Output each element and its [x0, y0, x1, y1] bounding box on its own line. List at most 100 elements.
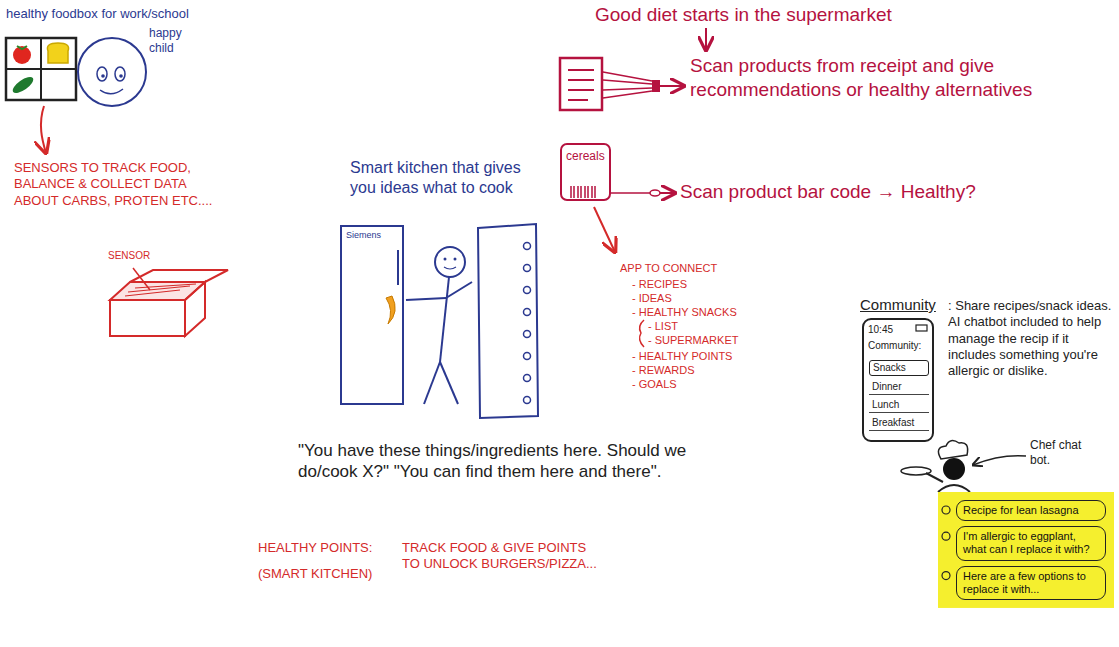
sensor-box-drawing: [110, 300, 185, 336]
node-text: Here are a few options to replace it wit…: [963, 570, 1099, 596]
list-item: - IDEAS: [632, 292, 672, 306]
lunchbox-drawing: [6, 38, 76, 100]
chef-drawing: [901, 441, 970, 492]
bubble-icon: [942, 532, 950, 540]
chef-drawing: [901, 467, 931, 475]
kitchen-drawing: [524, 331, 531, 338]
section-heading: Good diet starts in the supermarket: [595, 3, 892, 27]
menu-item: Breakfast: [869, 416, 929, 431]
kitchen-drawing: [435, 247, 465, 277]
list-heading: APP TO CONNECT: [620, 262, 717, 276]
kitchen-drawing: [524, 265, 531, 272]
sensor-box-drawing: [110, 268, 228, 336]
child-face: [101, 74, 105, 78]
node-text: Recipe for lean lasagna: [963, 504, 1099, 517]
face-note: happy child: [149, 26, 197, 56]
idea-note: SENSORS TO TRACK FOOD, BALANCE & COLLECT…: [14, 160, 229, 209]
part-label: SENSOR: [108, 250, 150, 263]
kitchen-drawing: [424, 362, 440, 404]
receipt-scanner-drawing: [568, 89, 594, 91]
chef-drawing: [938, 441, 967, 459]
chat-bubble: I'm allergic to eggplant, what can I rep…: [956, 526, 1106, 560]
flow-arrow: [41, 106, 46, 153]
chef-drawing: [943, 458, 965, 480]
kitchen-drawing: [397, 250, 399, 285]
flow-arrow: [705, 28, 707, 50]
fridge-box: Siemens: [340, 225, 404, 405]
node-text: cereals: [566, 149, 605, 163]
child-face: [115, 67, 125, 81]
receipt-scanner-drawing: [652, 80, 660, 92]
idea-note: Scan products from receipt and give reco…: [690, 54, 1090, 102]
sticky-note: [938, 492, 1114, 608]
kitchen-drawing: [386, 296, 395, 324]
idea-note: TRACK FOOD & GIVE POINTS TO UNLOCK BURGE…: [402, 540, 602, 573]
menu-item: Snacks: [869, 360, 929, 376]
lunchbox-drawing: [47, 43, 68, 63]
child-face: [119, 74, 123, 78]
kitchen-drawing: [440, 277, 449, 362]
kitchen-drawing: [524, 353, 531, 360]
node-text: I'm allergic to eggplant, what can I rep…: [963, 530, 1099, 556]
chef-drawing: [938, 485, 970, 492]
list-item: - HEALTHY POINTS: [632, 350, 732, 364]
child-face: [78, 38, 146, 106]
lunchbox-drawing: [13, 46, 31, 64]
product-box: cereals: [560, 143, 611, 201]
kitchen-drawing: [386, 224, 538, 418]
sensor-box-drawing: [110, 282, 205, 300]
child-face: [100, 89, 123, 94]
barcode-scanner-drawing: [650, 190, 660, 196]
list-item: - LIST: [648, 320, 678, 334]
sensor-box-drawing: [135, 284, 196, 288]
node-text: Siemens: [346, 230, 398, 240]
flow-arrow: [594, 207, 615, 252]
node-text: Breakfast: [872, 417, 926, 429]
list-item: - RECIPES: [632, 278, 687, 292]
barcode-scanner-drawing: [571, 186, 595, 198]
kitchen-drawing: [446, 282, 472, 298]
idea-heading: Smart kitchen that gives you ideas what …: [350, 158, 528, 198]
lunchbox-drawing: [17, 46, 27, 49]
chat-bubble: Here are a few options to replace it wit…: [956, 566, 1106, 600]
list-item: - REWARDS: [632, 364, 695, 378]
phone-screen: 10:45Community:SnacksDinnerLunchBreakfas…: [862, 318, 934, 442]
receipt-scanner-drawing: [568, 69, 594, 71]
lunchbox-drawing: [6, 38, 76, 100]
kitchen-drawing: [454, 258, 457, 261]
idea-heading: HEALTHY POINTS:: [258, 540, 372, 556]
kitchen-drawing: [524, 309, 531, 316]
bubble-icon: [942, 506, 950, 580]
list-item: - GOALS: [632, 378, 677, 392]
chat-bubble: Recipe for lean lasagna: [956, 500, 1106, 521]
node-text: Dinner: [872, 381, 926, 393]
child-face: [78, 38, 146, 106]
lunchbox-drawing: [10, 74, 35, 96]
barcode-scanner-drawing: [609, 192, 650, 194]
barcode-scanner-drawing: [660, 192, 675, 194]
lunchbox-drawing: [6, 68, 76, 70]
section-heading: Community: [860, 296, 936, 315]
child-face: [97, 67, 107, 81]
node-text: Community:: [868, 340, 928, 351]
receipt-scanner-drawing: [568, 99, 588, 101]
leader-arrow: [973, 456, 1026, 465]
list-bracket: [640, 320, 644, 347]
node-text: Lunch: [872, 399, 926, 411]
sensor-box-drawing: [130, 270, 228, 282]
kitchen-drawing: [524, 243, 531, 250]
receipt-scanner-drawing: [560, 58, 684, 110]
list-item: - SUPERMARKET: [648, 334, 738, 348]
idea-note: (SMART KITCHEN): [258, 566, 372, 582]
kitchen-drawing: [524, 287, 531, 294]
receipt-scanner-drawing: [560, 58, 602, 110]
kitchen-drawing: [524, 375, 531, 382]
title-note: healthy foodbox for work/school: [6, 6, 216, 22]
quote-note: "You have these things/ingredients here.…: [298, 440, 698, 483]
list-item: - HEALTHY SNACKS: [632, 306, 737, 320]
sensor-box-drawing: [185, 282, 205, 336]
receipt-scanner-drawing: [660, 85, 684, 87]
kitchen-drawing: [440, 362, 458, 404]
battery-icon: [916, 325, 927, 331]
menu-item: Dinner: [869, 380, 929, 395]
